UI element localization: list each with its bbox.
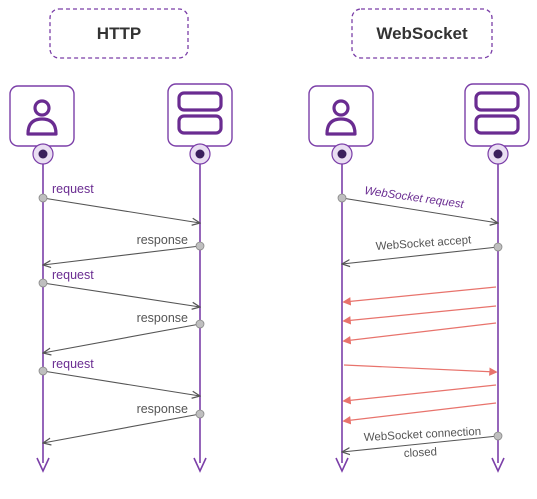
http-message-6-response: response: [43, 402, 205, 443]
http-title: HTTP: [97, 24, 141, 43]
ws-connection-closed: WebSocket connection closed: [342, 426, 503, 460]
http-request-label: request: [52, 182, 94, 196]
ws-client-lifeline: [335, 163, 349, 473]
http-server-actor: [167, 83, 233, 165]
http-response-label: response: [137, 402, 188, 416]
ws-handshake-request: WebSocket request: [337, 185, 498, 223]
ws-handshake-accept: WebSocket accept: [342, 234, 503, 264]
ws-client-actor: [308, 85, 374, 165]
ws-accept-label: WebSocket accept: [375, 234, 472, 253]
http-request-label: request: [52, 357, 94, 371]
ws-data-frames: [342, 286, 498, 425]
http-response-label: response: [137, 311, 188, 325]
ws-closed-label-line1: WebSocket connection: [364, 426, 482, 444]
http-server-lifeline: [193, 163, 207, 473]
http-client-lifeline: [36, 163, 50, 473]
ws-server-lifeline: [491, 163, 505, 473]
ws-closed-label-line2: closed: [404, 446, 438, 460]
http-message-5-request: request: [38, 357, 200, 396]
ws-request-label: WebSocket request: [364, 185, 466, 211]
websocket-title-box: WebSocket: [351, 8, 493, 59]
http-message-3-request: request: [38, 268, 200, 307]
http-message-4-response: response: [43, 311, 205, 353]
user-icon: [26, 99, 58, 136]
http-client-actor: [9, 85, 75, 165]
user-icon: [325, 99, 357, 136]
websocket-title: WebSocket: [376, 24, 468, 43]
http-request-label: request: [52, 268, 94, 282]
server-icon: [177, 91, 223, 135]
http-message-1-request: request: [38, 182, 200, 223]
http-response-label: response: [137, 233, 188, 247]
ws-server-actor: [464, 83, 530, 165]
http-message-2-response: response: [43, 233, 205, 265]
server-icon: [474, 91, 520, 135]
http-title-box: HTTP: [49, 8, 189, 59]
